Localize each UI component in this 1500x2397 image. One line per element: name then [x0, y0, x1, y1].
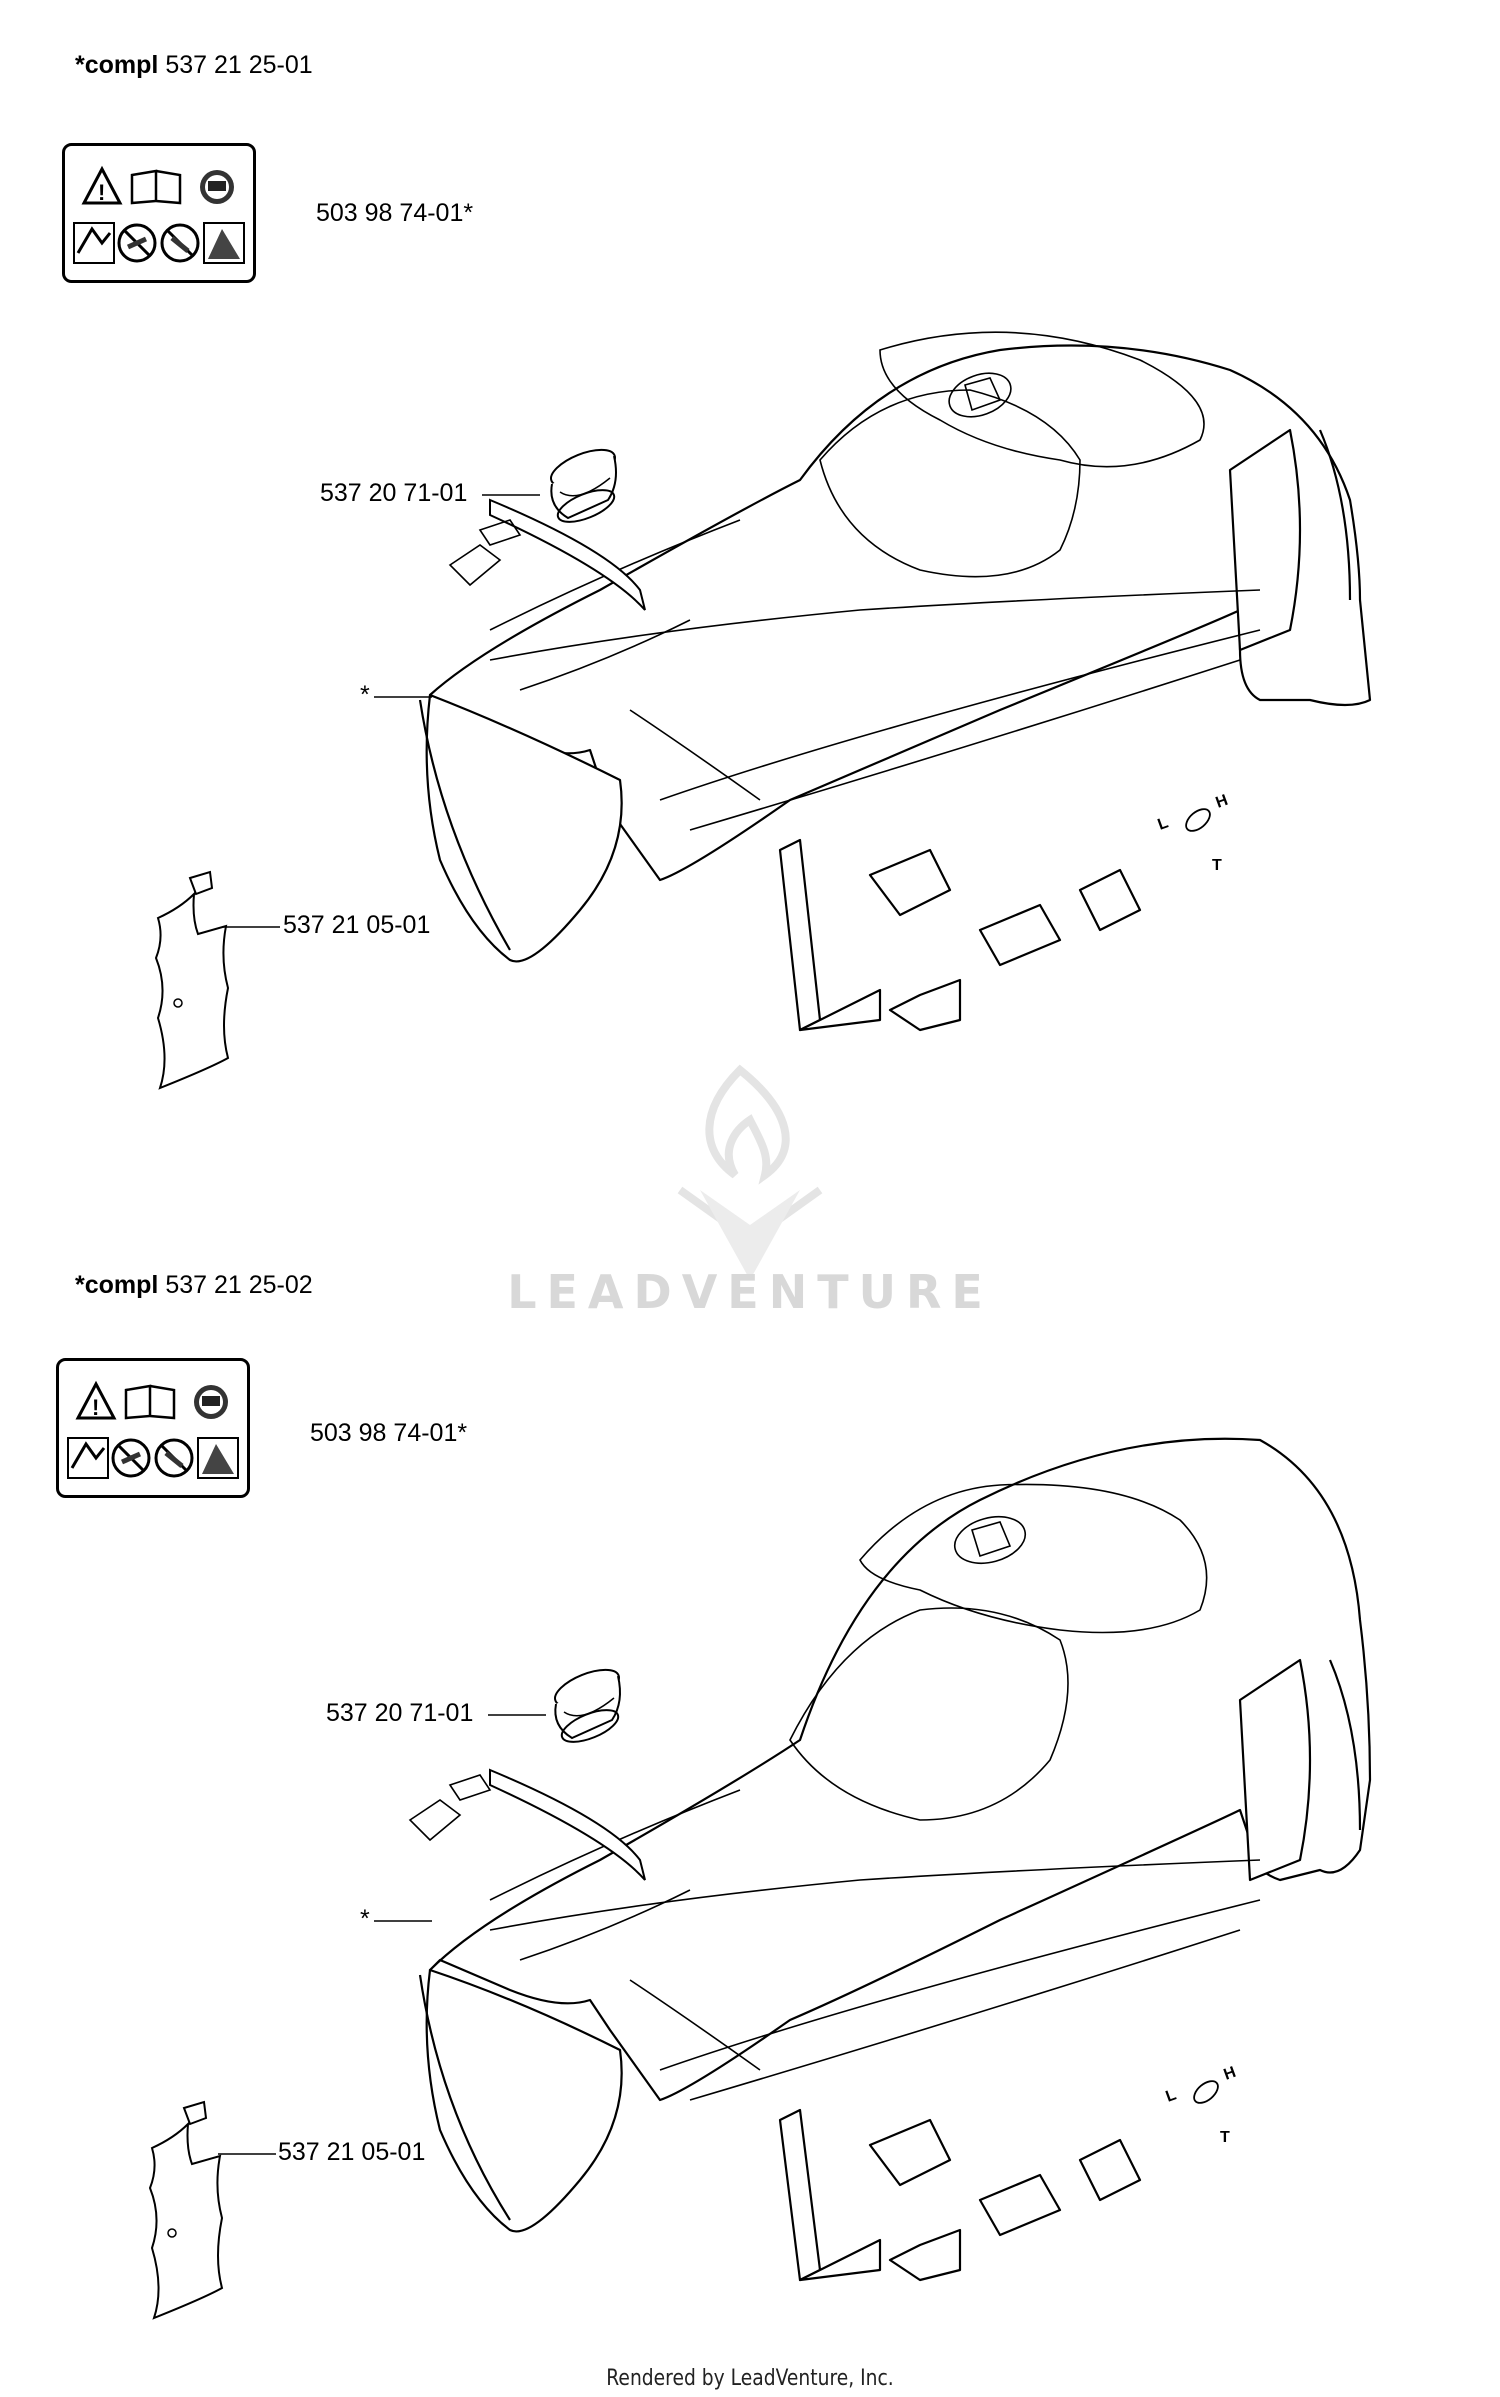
heat-shield-plate-icon	[154, 870, 230, 1090]
cover-asterisk: *	[360, 1905, 370, 1933]
cap-leader-line	[488, 1714, 546, 1716]
cover-marking-t: T	[1220, 2129, 1230, 2146]
footer-credit: Rendered by LeadVenture, Inc.	[606, 2366, 894, 2391]
plate-leader-line	[222, 926, 280, 928]
cover-leader-line	[374, 696, 432, 698]
assembly-title-2: *compl 537 21 25-02	[75, 1273, 313, 1298]
cylinder-cover-icon: L H T	[408, 1437, 1372, 2282]
cover-marking-lo: L	[1164, 2086, 1179, 2105]
cover-asterisk: *	[360, 681, 370, 709]
cap-part-number: 537 20 71-01	[326, 1699, 474, 1727]
cover-marking-lo: L	[1156, 814, 1171, 833]
cap-part-number: 537 20 71-01	[320, 479, 468, 507]
assembly-section-2: *compl 537 21 25-02 ! 503 98 74-01* 537 …	[0, 1220, 1500, 2360]
plate-part-number: 537 21 05-01	[278, 2138, 426, 2166]
svg-text:!: !	[92, 1395, 99, 1420]
assembly-title-1: *compl 537 21 25-01	[75, 53, 313, 78]
cover-marking-t: T	[1212, 857, 1222, 874]
cap-part-icon	[554, 1668, 621, 1743]
decal-part-number: 503 98 74-01*	[316, 199, 474, 227]
assembly-section-1: *compl 537 21 25-01 ! 503 98 74-01* 537 …	[62, 53, 1372, 1090]
cover-leader-line	[374, 1920, 432, 1922]
warning-decal-icon: !	[56, 1358, 250, 1498]
svg-text:!: !	[98, 180, 105, 205]
assembly-title-prefix: *compl	[75, 1271, 159, 1299]
leadventure-watermark-logo	[677, 1064, 823, 1280]
cover-marking-hi: H	[1214, 792, 1231, 812]
warning-decal-icon: !	[62, 143, 256, 283]
assembly-title-number: 537 21 25-01	[165, 51, 313, 79]
cover-marking-hi: H	[1222, 2064, 1239, 2084]
plate-part-number: 537 21 05-01	[283, 911, 431, 939]
watermark-text: LEADVENTURE	[507, 1265, 993, 1319]
heat-shield-plate-icon	[148, 2100, 224, 2320]
assembly-title-prefix: *compl	[75, 51, 159, 79]
cap-leader-line	[482, 494, 540, 496]
decal-part-number: 503 98 74-01*	[310, 1419, 468, 1447]
cap-part-icon	[550, 448, 617, 523]
assembly-title-number: 537 21 25-02	[165, 1271, 313, 1299]
cylinder-cover-icon: L H T	[418, 331, 1372, 1032]
plate-leader-line	[218, 2153, 276, 2155]
